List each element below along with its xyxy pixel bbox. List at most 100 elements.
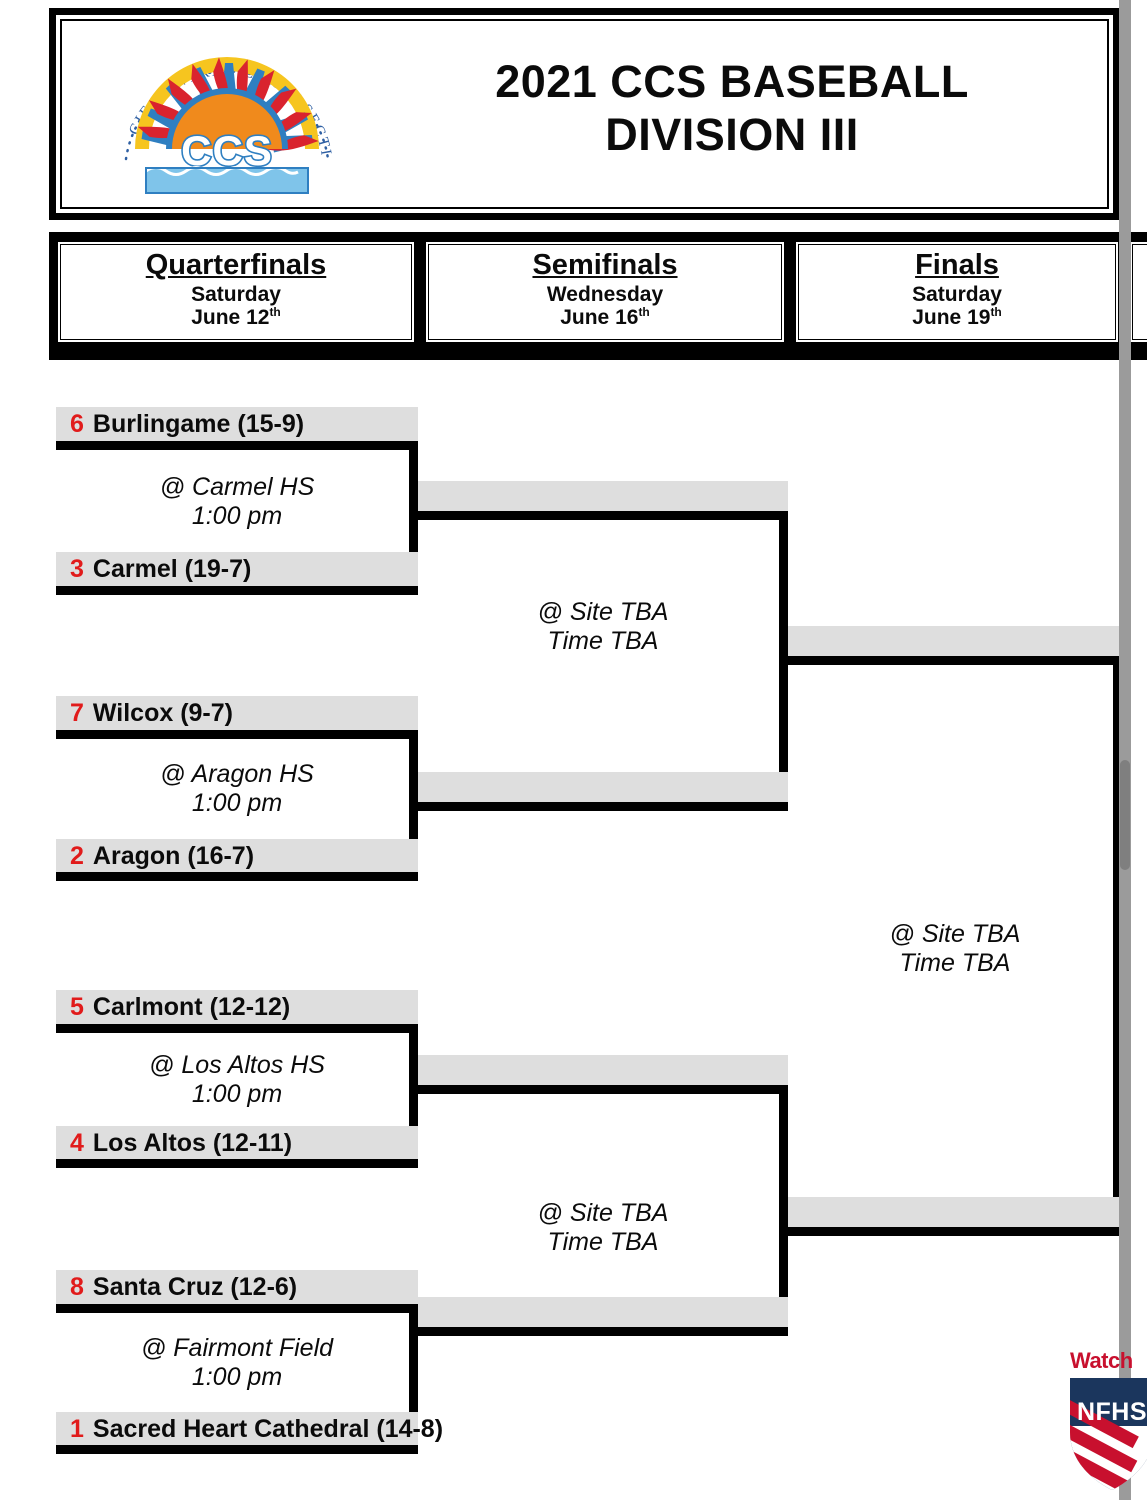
qf4-bottom-seed: 1 — [70, 1414, 84, 1443]
round-header-cutoff-inner — [1132, 244, 1147, 340]
qf3-bottom-team-name: Los Altos (12-11) — [92, 1128, 293, 1157]
round-header-cutoff — [1128, 240, 1147, 344]
final-top-slot[interactable] — [788, 626, 1122, 656]
qf3-site: @ Los Altos HS — [149, 1051, 325, 1079]
qf2-bottom-team-name: Aragon (16-7) — [92, 841, 255, 870]
qf1-connector-vertical — [409, 441, 418, 584]
sf1-top-line — [418, 511, 788, 520]
sf1-bottom-slot[interactable] — [418, 772, 788, 802]
round-day-finals: Saturday — [912, 282, 1002, 306]
qf4-top-team-row[interactable]: 8 Santa Cruz (12-6) — [56, 1270, 418, 1304]
qf1-bottom-team-name: Carmel (19-7) — [92, 554, 252, 583]
sf1-site: @ Site TBA — [537, 598, 669, 626]
round-suffix-fin: th — [990, 305, 1002, 320]
title-line-2: DIVISION III — [605, 109, 859, 161]
round-header-semifinals: Semifinals Wednesday June 16th — [424, 240, 786, 344]
sf1-game-info: @ Site TBA Time TBA — [418, 598, 788, 655]
sf2-top-line — [418, 1085, 788, 1094]
qf4-time: 1:00 pm — [191, 1362, 283, 1391]
final-connector-vertical — [1113, 656, 1122, 1236]
final-time: Time TBA — [899, 948, 1011, 977]
qf2-game-info: @ Aragon HS 1:00 pm — [56, 760, 418, 817]
final-bottom-line — [788, 1227, 1122, 1236]
sf2-time: Time TBA — [547, 1227, 659, 1256]
round-day-semifinals: Wednesday — [546, 282, 664, 306]
qf3-bottom-seed: 4 — [70, 1128, 84, 1157]
qf3-top-team-row[interactable]: 5 Carlmont (12-12) — [56, 990, 418, 1024]
qf3-connector-vertical — [409, 1024, 418, 1167]
final-game-info: @ Site TBA Time TBA — [788, 920, 1122, 977]
round-name-quarterfinals: Quarterfinals — [145, 249, 327, 281]
sf1-top-slot[interactable] — [418, 481, 788, 511]
sf2-game-info: @ Site TBA Time TBA — [418, 1199, 788, 1256]
round-daynum-fin: 19 — [967, 306, 991, 330]
qf4-site: @ Fairmont Field — [140, 1334, 334, 1362]
nfhs-watch-label: Watch — [1070, 1348, 1133, 1373]
qf3-top-line — [56, 1024, 418, 1033]
vertical-scrollbar-thumb[interactable] — [1120, 760, 1130, 870]
qf3-bottom-line — [56, 1159, 418, 1168]
qf4-top-line — [56, 1304, 418, 1313]
qf2-site: @ Aragon HS — [160, 760, 314, 788]
round-daynum-qf: 12 — [246, 306, 270, 330]
round-header-finals: Finals Saturday June 19th — [794, 240, 1120, 344]
qf1-bottom-line — [56, 586, 418, 595]
round-header-band: Quarterfinals Saturday June 12th Semifin… — [49, 232, 1147, 360]
qf2-time: 1:00 pm — [191, 788, 283, 817]
qf1-bottom-seed: 3 — [70, 554, 84, 583]
sf1-bottom-line — [418, 802, 788, 811]
final-top-line — [788, 656, 1122, 665]
sf2-site: @ Site TBA — [537, 1199, 669, 1227]
nfhs-shield-icon: NFHS — [1066, 1376, 1147, 1494]
qf4-bottom-line — [56, 1445, 418, 1454]
qf4-top-seed: 8 — [70, 1272, 84, 1301]
round-month-fin: June — [912, 306, 962, 330]
qf2-top-line — [56, 730, 418, 739]
qf2-connector-vertical — [409, 730, 418, 872]
round-month-sf: June — [560, 306, 610, 330]
qf2-bottom-team-row[interactable]: 2 Aragon (16-7) — [56, 839, 418, 873]
qf3-top-team-name: Carlmont (12-12) — [92, 992, 291, 1021]
qf1-top-line — [56, 441, 418, 450]
qf3-bottom-team-row[interactable]: 4 Los Altos (12-11) — [56, 1126, 418, 1160]
nfhs-watermark[interactable]: Watch — [1066, 1348, 1147, 1498]
round-header-quarterfinals: Quarterfinals Saturday June 12th — [56, 240, 416, 344]
qf2-bottom-seed: 2 — [70, 841, 84, 870]
round-header-finals-inner: Finals Saturday June 19th — [798, 244, 1116, 340]
round-date-quarterfinals: June 12th — [61, 306, 411, 330]
qf2-top-team-row[interactable]: 7 Wilcox (9-7) — [56, 696, 418, 730]
qf2-bottom-line — [56, 872, 418, 881]
qf1-game-info: @ Carmel HS 1:00 pm — [56, 473, 418, 530]
qf4-bottom-team-name: Sacred Heart Cathedral (14-8) — [92, 1414, 444, 1443]
qf2-top-team-name: Wilcox (9-7) — [92, 698, 233, 727]
round-date-finals: June 19th — [799, 306, 1115, 330]
sf2-top-slot[interactable] — [418, 1055, 788, 1085]
sf1-time: Time TBA — [547, 626, 659, 655]
qf4-bottom-team-row[interactable]: 1 Sacred Heart Cathedral (14-8) — [56, 1412, 443, 1446]
round-daynum-sf: 16 — [615, 306, 639, 330]
qf3-top-seed: 5 — [70, 992, 84, 1021]
page-title: 2021 CCS BASEBALL DIVISION III — [362, 55, 1102, 161]
sf2-bottom-slot[interactable] — [418, 1297, 788, 1327]
sf2-connector-vertical — [779, 1085, 788, 1336]
round-name-semifinals: Semifinals — [532, 249, 678, 281]
qf1-top-team-row[interactable]: 6 Burlingame (15-9) — [56, 407, 418, 441]
qf2-top-seed: 7 — [70, 698, 84, 727]
final-bottom-slot[interactable] — [788, 1197, 1122, 1227]
round-date-semifinals: June 16th — [429, 306, 781, 330]
vertical-scrollbar-track[interactable] — [1119, 0, 1131, 1500]
ccs-logo: CIF-CENTRAL COAST SECTION — [112, 37, 342, 197]
nfhs-logo-text: NFHS — [1077, 1398, 1147, 1426]
title-banner-inner: CIF-CENTRAL COAST SECTION — [60, 19, 1109, 209]
round-header-quarterfinals-inner: Quarterfinals Saturday June 12th — [60, 244, 412, 340]
qf1-bottom-team-row[interactable]: 3 Carmel (19-7) — [56, 552, 418, 586]
qf3-game-info: @ Los Altos HS 1:00 pm — [56, 1051, 418, 1108]
final-site: @ Site TBA — [889, 920, 1021, 948]
qf3-time: 1:00 pm — [191, 1079, 283, 1108]
round-header-semifinals-inner: Semifinals Wednesday June 16th — [428, 244, 782, 340]
qf4-game-info: @ Fairmont Field 1:00 pm — [56, 1334, 418, 1391]
round-suffix-qf: th — [269, 305, 281, 320]
qf1-top-team-name: Burlingame (15-9) — [92, 409, 305, 438]
qf1-time: 1:00 pm — [191, 501, 283, 530]
